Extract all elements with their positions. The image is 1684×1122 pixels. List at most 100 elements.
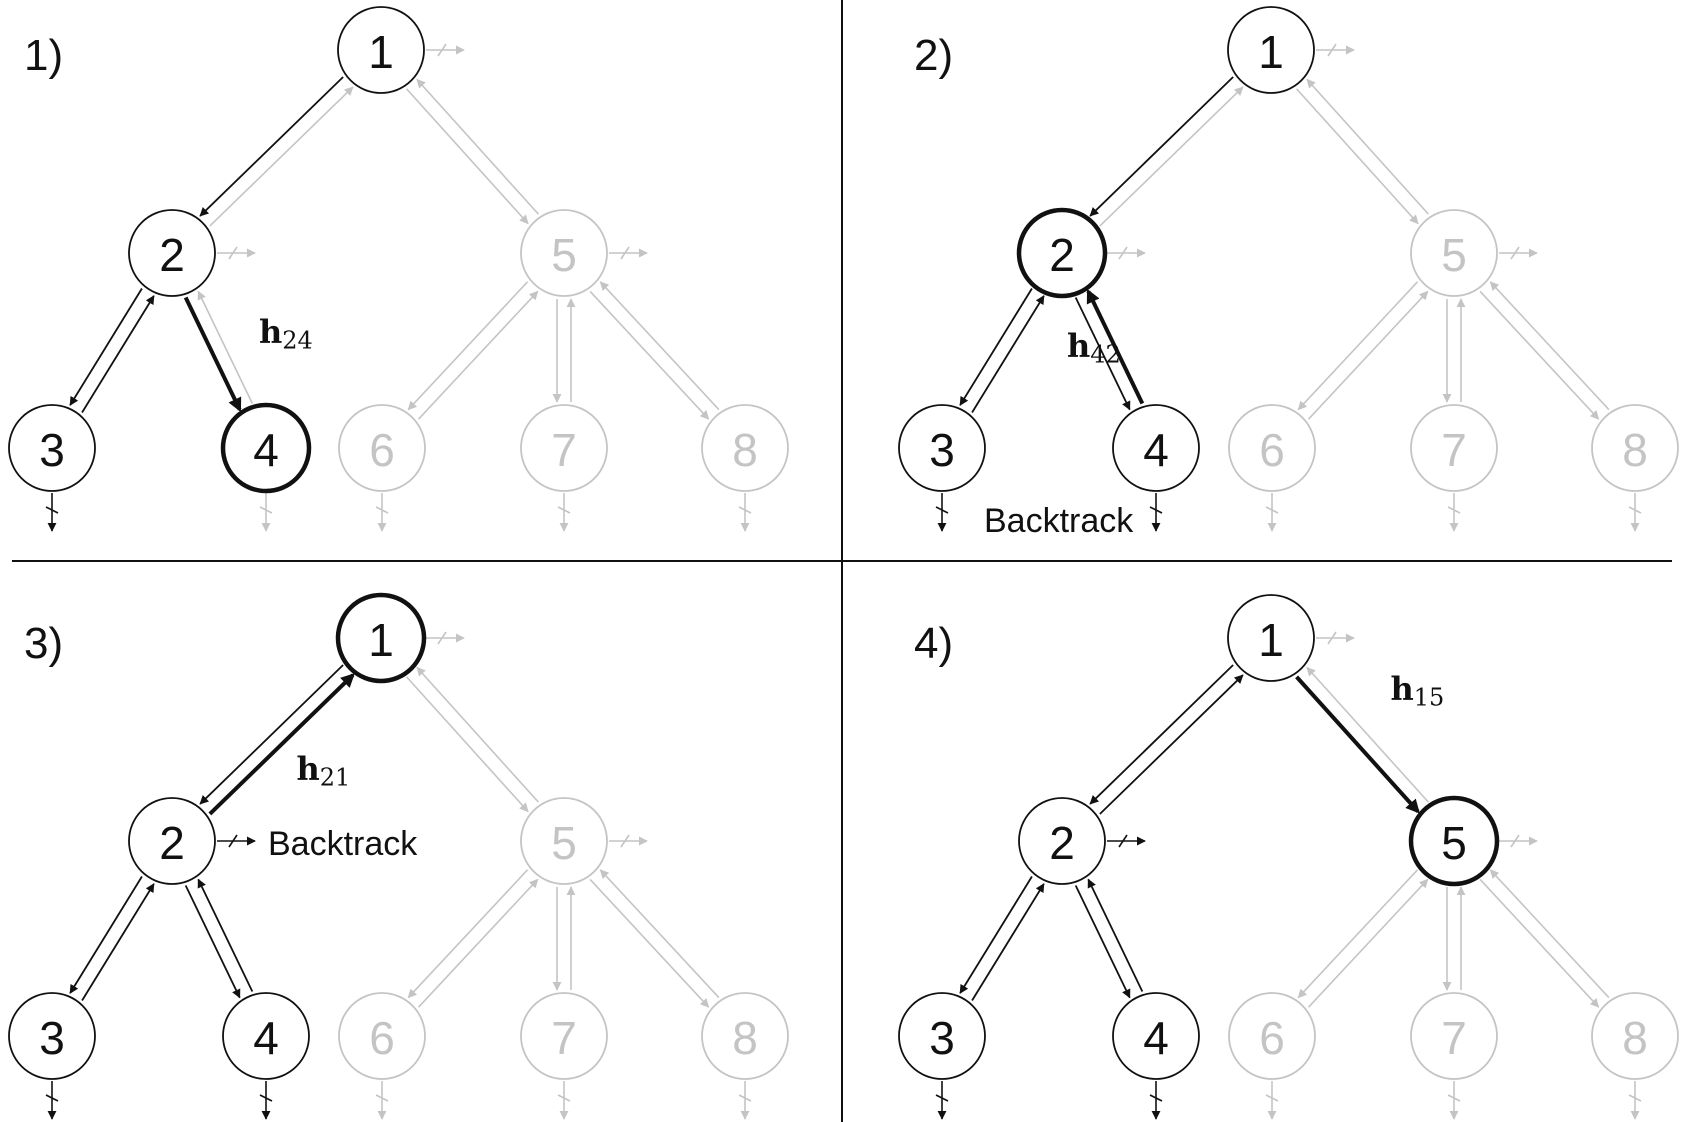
stub-8 (738, 493, 752, 532)
stub-5 (1499, 246, 1538, 260)
node-label: 2 (1049, 817, 1075, 869)
node-4: 4 (1112, 404, 1200, 492)
node-8: 8 (701, 404, 789, 492)
node-label: 3 (39, 1012, 65, 1064)
arrow-5-6 (1297, 869, 1419, 999)
node-label: 6 (1259, 1012, 1285, 1064)
node-2: 2 (128, 209, 216, 297)
stub-7 (557, 1081, 571, 1120)
arrow-3-2 (81, 883, 155, 1001)
node-7: 7 (520, 404, 608, 492)
arrow-2-1 (1099, 674, 1244, 815)
node-2: 2 (1018, 797, 1106, 885)
node-label: 5 (551, 817, 577, 869)
node-3: 3 (898, 404, 986, 492)
node-label: 1 (368, 26, 394, 78)
node-label: 3 (39, 424, 65, 476)
node-3: 3 (898, 992, 986, 1080)
panel-label: 3) (24, 619, 63, 668)
stub-7 (1447, 1081, 1461, 1120)
arrow-5-1 (1306, 666, 1429, 803)
node-label: 2 (1049, 229, 1075, 281)
node-label: 4 (253, 1012, 279, 1064)
node-label: 4 (253, 424, 279, 476)
arrow-5-8 (1479, 878, 1600, 1008)
node-1: 1 (1227, 594, 1315, 682)
message-label: h24 (259, 313, 313, 355)
message-label: h21 (297, 750, 351, 792)
arrow-5-1 (1306, 78, 1429, 215)
arrow-2-3 (959, 876, 1033, 994)
stub-4 (1149, 493, 1163, 532)
node-label: 4 (1143, 1012, 1169, 1064)
arrow-2-4 (1074, 297, 1131, 411)
node-6: 6 (1228, 404, 1316, 492)
node-8: 8 (1591, 992, 1679, 1080)
arrow-4-2 (1087, 878, 1144, 992)
arrow-5-6 (1297, 281, 1419, 411)
node-7: 7 (1410, 992, 1498, 1080)
node-5: 5 (1408, 795, 1500, 887)
arrow-2-1 (209, 86, 354, 227)
node-3: 3 (8, 404, 96, 492)
arrow-1-2 (1089, 76, 1234, 217)
stub-6 (375, 1081, 389, 1120)
stub-1 (426, 631, 465, 645)
node-label: 3 (929, 1012, 955, 1064)
node-1: 1 (1227, 6, 1315, 94)
arrow-1-2 (199, 76, 344, 217)
node-4: 4 (220, 402, 312, 494)
arrow-6-5 (1307, 290, 1429, 420)
node-7: 7 (520, 992, 608, 1080)
arrow-1-5 (406, 88, 529, 225)
node-label: 2 (159, 229, 185, 281)
arrow-4-2 (197, 878, 254, 992)
stub-5 (1499, 834, 1538, 848)
stub-3 (935, 1081, 949, 1120)
stub-7 (1447, 493, 1461, 532)
node-label: 6 (369, 1012, 395, 1064)
bold-arrow-1-5 (1295, 675, 1420, 814)
arrow-2-4 (1074, 885, 1131, 999)
node-label: 8 (1622, 424, 1648, 476)
backtrack-annotation: Backtrack (268, 825, 418, 863)
stub-2 (1107, 834, 1146, 848)
stub-2 (1107, 246, 1146, 260)
message-label: h42 (1067, 327, 1121, 369)
bold-arrow-2-1 (208, 673, 355, 816)
bold-arrow-4-2 (1086, 288, 1145, 405)
arrow-4-2 (197, 290, 254, 404)
arrow-5-1 (416, 78, 539, 215)
node-4: 4 (222, 992, 310, 1080)
arrow-2-3 (69, 876, 143, 994)
node-5: 5 (520, 209, 608, 297)
panel-label: 1) (24, 31, 63, 80)
stub-8 (1628, 1081, 1642, 1120)
arrow-5-8 (589, 290, 710, 420)
arrow-5-6 (407, 869, 529, 999)
backtrack-annotation: Backtrack (984, 502, 1134, 540)
stub-1 (1316, 43, 1355, 57)
node-label: 1 (368, 614, 394, 666)
arrow-5-8 (1479, 290, 1600, 420)
node-6: 6 (338, 992, 426, 1080)
node-label: 1 (1258, 614, 1284, 666)
arrow-6-5 (417, 878, 539, 1008)
node-1: 1 (337, 6, 425, 94)
stub-7 (557, 493, 571, 532)
arrow-2-3 (69, 288, 143, 406)
stub-4 (259, 1081, 273, 1120)
node-1: 1 (335, 592, 427, 684)
node-label: 2 (159, 817, 185, 869)
node-label: 1 (1258, 26, 1284, 78)
stub-4 (1149, 1081, 1163, 1120)
node-6: 6 (1228, 992, 1316, 1080)
arrow-5-1 (416, 666, 539, 803)
stub-3 (45, 1081, 59, 1120)
node-label: 3 (929, 424, 955, 476)
node-label: 4 (1143, 424, 1169, 476)
